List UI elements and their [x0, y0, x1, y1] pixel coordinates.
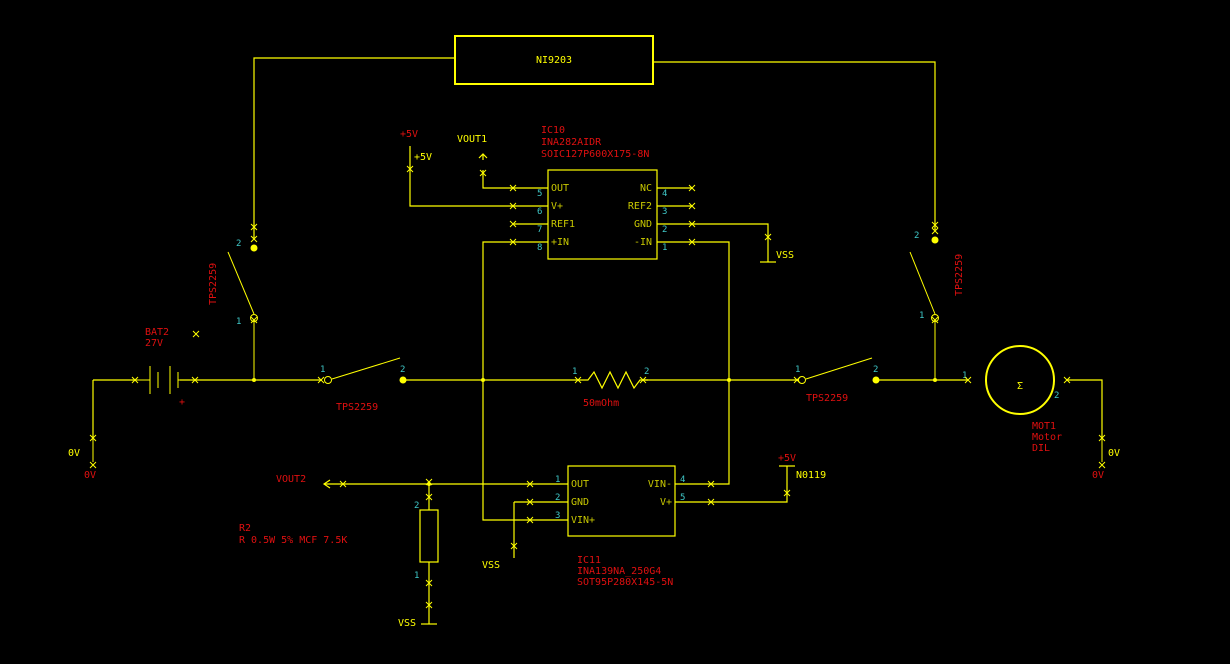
- resistor-r2[interactable]: 2 1 R2 R 0.5W 5% MCF 7.5K: [239, 484, 439, 625]
- ic11-package: SOT95P280X145-5N: [577, 577, 673, 588]
- net-p5v-a: +5V: [400, 129, 418, 140]
- svg-text:1: 1: [320, 365, 325, 375]
- svg-text:OUT: OUT: [571, 479, 589, 490]
- svg-text:7: 7: [537, 225, 542, 235]
- gnd-right-label: 0V: [1092, 470, 1104, 481]
- net-p5v-b: +5V: [778, 453, 796, 464]
- net-p5v-a-label: +5V: [414, 152, 432, 163]
- svg-text:REF1: REF1: [551, 219, 575, 230]
- pin-markers: [89, 165, 1106, 609]
- shunt-value: 50mOhm: [583, 398, 619, 409]
- daq-wire-right: [653, 61, 936, 230]
- svg-text:6: 6: [537, 207, 542, 217]
- svg-text:2: 2: [414, 501, 419, 511]
- svg-text:2: 2: [873, 365, 878, 375]
- motor-symbol: Σ: [1017, 381, 1023, 392]
- ic10-ina282[interactable]: IC10 INA282AIDR SOIC127P600X175-8N OUT V…: [537, 125, 667, 260]
- svg-text:V+: V+: [660, 497, 672, 508]
- svg-text:2: 2: [400, 365, 405, 375]
- svg-text:NC: NC: [640, 183, 652, 194]
- motor-package: DIL: [1032, 443, 1050, 454]
- switch-left-vertical[interactable]: 2 1 TPS2259: [208, 239, 258, 380]
- switch-right-vertical[interactable]: 2 1 TPS2259: [909, 231, 965, 380]
- net-vss-b: VSS: [482, 560, 500, 571]
- svg-text:5: 5: [680, 493, 685, 503]
- motor-ref: MOT1: [1032, 421, 1056, 432]
- svg-text:1: 1: [236, 317, 241, 327]
- svg-text:+: +: [179, 397, 185, 408]
- svg-text:1: 1: [962, 371, 967, 381]
- svg-text:2: 2: [555, 493, 560, 503]
- svg-text:1: 1: [572, 367, 577, 377]
- daq-name: NI9203: [536, 55, 572, 66]
- switch-ref: TPS2259: [954, 254, 965, 296]
- daq-block[interactable]: NI9203: [454, 35, 654, 85]
- ic10-ref: IC10: [541, 125, 565, 136]
- net-n0119: N0119: [796, 470, 826, 481]
- svg-text:5: 5: [537, 189, 542, 199]
- switch-ref: TPS2259: [806, 393, 848, 404]
- gnd-right-wire: [1066, 379, 1103, 438]
- gnd-left-label: 0V: [84, 470, 96, 481]
- svg-text:+IN: +IN: [551, 237, 569, 248]
- svg-text:3: 3: [555, 511, 560, 521]
- svg-text:VIN-: VIN-: [648, 479, 672, 490]
- svg-text:GND: GND: [571, 497, 589, 508]
- ic11-ref: IC11: [577, 555, 601, 566]
- svg-text:2: 2: [914, 231, 919, 241]
- motor-type: Motor: [1032, 432, 1062, 443]
- daq-wire-left: [253, 57, 455, 238]
- svg-text:V+: V+: [551, 201, 563, 212]
- gnd-left-net: 0V: [68, 448, 80, 459]
- battery-value: 27V: [145, 338, 163, 349]
- svg-text:1: 1: [919, 311, 924, 321]
- switch-ref: TPS2259: [208, 263, 219, 305]
- shunt-resistor[interactable]: 1 2 50mOhm: [572, 367, 649, 409]
- battery-ref: BAT2: [145, 327, 169, 338]
- svg-text:1: 1: [662, 243, 667, 253]
- svg-text:2: 2: [662, 225, 667, 235]
- r2-value: R 0.5W 5% MCF 7.5K: [239, 535, 347, 546]
- svg-text:REF2: REF2: [628, 201, 652, 212]
- motor-mot1[interactable]: Σ 1 2 MOT1 Motor DIL: [962, 345, 1062, 454]
- svg-text:1: 1: [414, 571, 419, 581]
- svg-text:VIN+: VIN+: [571, 515, 595, 526]
- svg-text:8: 8: [537, 243, 542, 253]
- svg-text:OUT: OUT: [551, 183, 569, 194]
- net-vout1: VOUT1: [457, 134, 487, 145]
- r2-ref: R2: [239, 523, 251, 534]
- svg-text:1: 1: [555, 475, 560, 485]
- svg-text:2: 2: [1054, 391, 1059, 401]
- ic11-part: INA139NA_250G4: [577, 566, 661, 577]
- gnd-right-net: 0V: [1108, 448, 1120, 459]
- svg-text:4: 4: [662, 189, 667, 199]
- svg-text:1: 1: [795, 365, 800, 375]
- svg-text:GND: GND: [634, 219, 652, 230]
- switch-ref: TPS2259: [336, 402, 378, 413]
- net-vout2: VOUT2: [276, 474, 306, 485]
- ic10-part: INA282AIDR: [541, 137, 602, 148]
- battery-bat2[interactable]: + BAT2 27V: [136, 327, 186, 408]
- switch-left-horizontal[interactable]: 1 2 TPS2259: [320, 357, 407, 413]
- ic10-package: SOIC127P600X175-8N: [541, 149, 649, 160]
- net-vss-c: VSS: [398, 618, 416, 629]
- ic11-ina139[interactable]: IC11 INA139NA_250G4 SOT95P280X145-5N OUT…: [555, 465, 685, 588]
- svg-text:2: 2: [644, 367, 649, 377]
- svg-text:-IN: -IN: [634, 237, 652, 248]
- svg-text:3: 3: [662, 207, 667, 217]
- svg-text:4: 4: [680, 475, 685, 485]
- net-vss-a: VSS: [776, 250, 794, 261]
- switch-right-horizontal[interactable]: 1 2 TPS2259: [795, 357, 880, 404]
- svg-text:2: 2: [236, 239, 241, 249]
